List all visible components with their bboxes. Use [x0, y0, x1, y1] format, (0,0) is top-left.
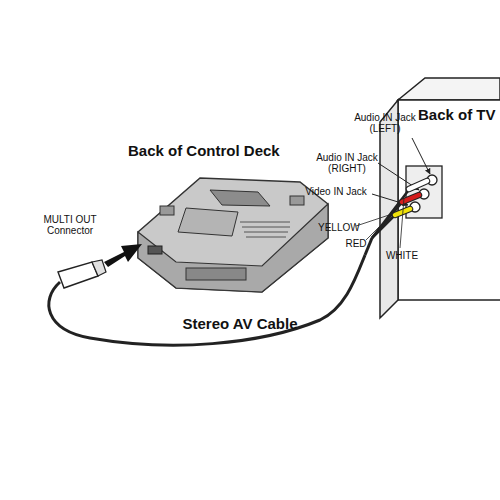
connector-label: MULTI OUT Connector	[30, 214, 110, 236]
leader-line	[412, 138, 430, 174]
cable-label: Stereo AV Cable	[165, 316, 315, 333]
deck-back-face	[138, 204, 328, 292]
color-label: WHITE	[384, 250, 420, 261]
multi-out-port	[148, 246, 162, 254]
cartridge-slot	[210, 190, 270, 206]
jack-label: Video IN Jack	[300, 186, 372, 197]
color-label: RED	[344, 238, 368, 249]
color-label: YELLOW	[318, 222, 358, 233]
control-deck-node: Back of Control Deck	[128, 142, 308, 166]
control-deck	[138, 178, 328, 292]
jack-label: Audio IN Jack (LEFT)	[352, 112, 418, 134]
red-plug	[402, 195, 419, 202]
av-cable	[49, 255, 365, 345]
plug-tip	[92, 260, 106, 276]
deck-top-panel	[178, 208, 238, 236]
tv-back	[398, 100, 500, 300]
multi-out-plug	[58, 262, 98, 288]
expansion-port	[186, 268, 246, 280]
power-switch	[290, 196, 304, 205]
insert-arrow	[104, 244, 142, 267]
deck-heading: Back of Control Deck	[128, 142, 308, 159]
tv-top	[398, 78, 500, 100]
reset-switch	[160, 206, 174, 215]
jack-label: Audio IN Jack (RIGHT)	[312, 152, 382, 174]
white-plug	[409, 181, 427, 189]
